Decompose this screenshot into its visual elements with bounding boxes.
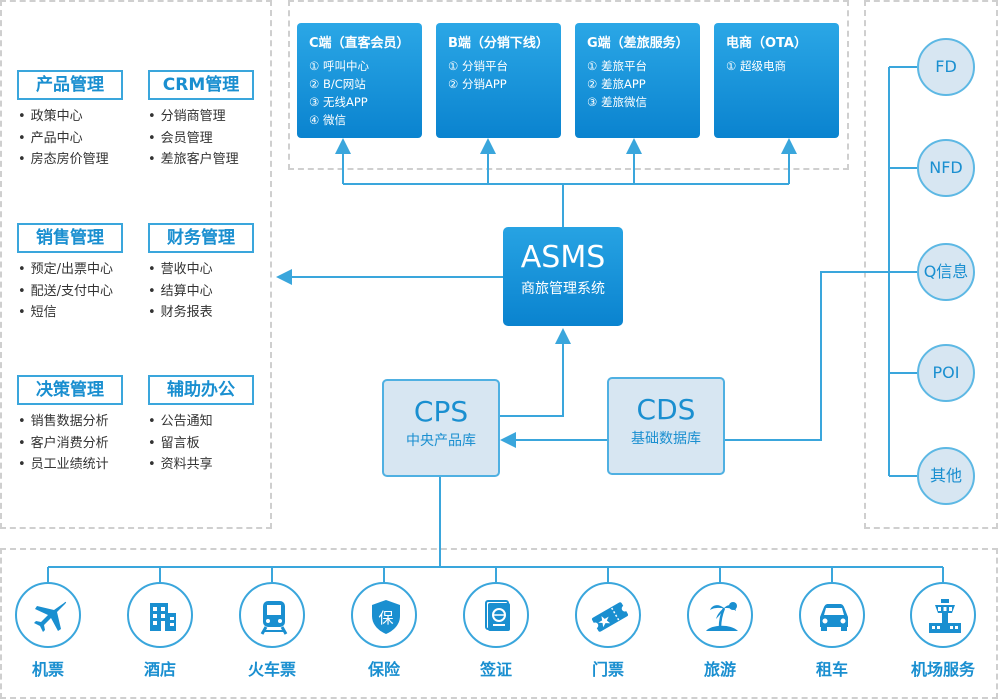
service-ticket xyxy=(575,582,641,648)
list-item: 会员管理 xyxy=(148,128,239,150)
service-travel xyxy=(687,582,753,648)
service-label-ticket: 门票 xyxy=(591,660,624,679)
cps-subtitle: 中央产品库 xyxy=(406,433,476,449)
channels-region xyxy=(288,0,849,170)
list-item: ① 超级电商 xyxy=(726,59,786,73)
insurance-shield-icon: 保 xyxy=(372,600,400,634)
service-airport xyxy=(910,582,976,648)
module-list-product: 政策中心 产品中心 房态房价管理 xyxy=(18,106,109,171)
cds-box: CDS 基础数据库 xyxy=(607,377,725,475)
channel-b-end: B端（分销下线） ① 分销平台 ② 分销APP xyxy=(436,23,561,138)
car-icon xyxy=(820,604,848,631)
list-item: ② B/C网站 xyxy=(309,77,366,91)
module-list-crm: 分销商管理 会员管理 差旅客户管理 xyxy=(148,106,239,171)
service-airfare xyxy=(15,582,81,648)
service-train xyxy=(239,582,305,648)
airplane-icon xyxy=(34,601,67,632)
passport-icon xyxy=(485,600,510,631)
source-nfd: NFD xyxy=(917,139,975,197)
source-fd: FD xyxy=(917,38,975,96)
hotel-icon xyxy=(150,603,176,631)
list-item: ③ 差旅微信 xyxy=(587,95,647,109)
list-item: 分销商管理 xyxy=(148,106,239,128)
sources-region xyxy=(864,0,998,529)
module-list-office: 公告通知 留言板 资料共享 xyxy=(148,411,213,476)
list-item: 营收中心 xyxy=(148,259,213,281)
module-list-finance: 营收中心 结算中心 财务报表 xyxy=(148,259,213,324)
list-item: 员工业绩统计 xyxy=(18,454,109,476)
service-visa xyxy=(463,582,529,648)
cds-title: CDS xyxy=(636,393,696,426)
list-item: 公告通知 xyxy=(148,411,213,433)
module-title-decision: 决策管理 xyxy=(17,375,123,405)
module-title-sales: 销售管理 xyxy=(17,223,123,253)
cps-title: CPS xyxy=(413,395,469,428)
channel-title: G端（差旅服务） xyxy=(587,36,689,51)
service-label-train: 火车票 xyxy=(247,660,296,679)
list-item: ① 呼叫中心 xyxy=(309,59,369,73)
service-label-travel: 旅游 xyxy=(703,660,736,679)
channel-title: C端（直客会员） xyxy=(309,36,410,51)
service-insurance: 保 xyxy=(351,582,417,648)
list-item: 短信 xyxy=(18,302,113,324)
list-item: 资料共享 xyxy=(148,454,213,476)
channel-c-end: C端（直客会员） ① 呼叫中心 ② B/C网站 ③ 无线APP ④ 微信 xyxy=(297,23,422,138)
list-item: 配送/支付中心 xyxy=(18,281,113,303)
module-list-sales: 预定/出票中心 配送/支付中心 短信 xyxy=(18,259,113,324)
module-list-decision: 销售数据分析 客户消费分析 员工业绩统计 xyxy=(18,411,109,476)
module-title-finance: 财务管理 xyxy=(148,223,254,253)
train-icon xyxy=(260,601,288,635)
list-item: ① 分销平台 xyxy=(448,59,508,73)
service-label-car-rental: 租车 xyxy=(815,660,848,679)
module-title-product: 产品管理 xyxy=(17,70,123,100)
service-hotel xyxy=(127,582,193,648)
cds-subtitle: 基础数据库 xyxy=(631,431,701,447)
list-item: 政策中心 xyxy=(18,106,109,128)
list-item: 结算中心 xyxy=(148,281,213,303)
service-label-hotel: 酒店 xyxy=(143,660,176,679)
channel-title: 电商（OTA） xyxy=(726,36,807,51)
module-title-crm: CRM管理 xyxy=(148,70,254,100)
channel-g-end: G端（差旅服务） ① 差旅平台 ② 差旅APP ③ 差旅微信 xyxy=(575,23,700,138)
list-item: ③ 无线APP xyxy=(309,95,368,109)
list-item: 销售数据分析 xyxy=(18,411,109,433)
service-label-visa: 签证 xyxy=(479,660,512,679)
channel-ota: 电商（OTA） ① 超级电商 xyxy=(714,23,839,138)
asms-box: ASMS 商旅管理系统 xyxy=(503,227,623,326)
list-item: ② 分销APP xyxy=(448,77,507,91)
service-car-rental xyxy=(799,582,865,648)
service-label-airfare: 机票 xyxy=(31,660,64,679)
modules-region xyxy=(0,0,272,529)
list-item: ① 差旅平台 xyxy=(587,59,647,73)
source-q-info: Q信息 xyxy=(917,243,975,301)
asms-subtitle: 商旅管理系统 xyxy=(521,281,605,297)
list-item: 差旅客户管理 xyxy=(148,149,239,171)
ticket-icon xyxy=(592,602,628,632)
cps-box: CPS 中央产品库 xyxy=(382,379,500,477)
service-label-airport: 机场服务 xyxy=(910,660,975,679)
service-label-insurance: 保险 xyxy=(367,660,400,679)
list-item: 预定/出票中心 xyxy=(18,259,113,281)
list-item: 客户消费分析 xyxy=(18,433,109,455)
list-item: 房态房价管理 xyxy=(18,149,109,171)
list-item: ④ 微信 xyxy=(309,113,346,127)
palm-island-icon xyxy=(706,602,738,631)
channel-title: B端（分销下线） xyxy=(448,36,549,51)
module-title-office: 辅助办公 xyxy=(148,375,254,405)
services-region xyxy=(0,548,998,699)
list-item: 财务报表 xyxy=(148,302,213,324)
list-item: ② 差旅APP xyxy=(587,77,646,91)
list-item: 留言板 xyxy=(148,433,213,455)
asms-title: ASMS xyxy=(520,240,606,275)
source-poi: POI xyxy=(917,344,975,402)
svg-text:保: 保 xyxy=(378,609,393,627)
list-item: 产品中心 xyxy=(18,128,109,150)
airport-tower-icon xyxy=(929,599,961,633)
source-other: 其他 xyxy=(917,447,975,505)
